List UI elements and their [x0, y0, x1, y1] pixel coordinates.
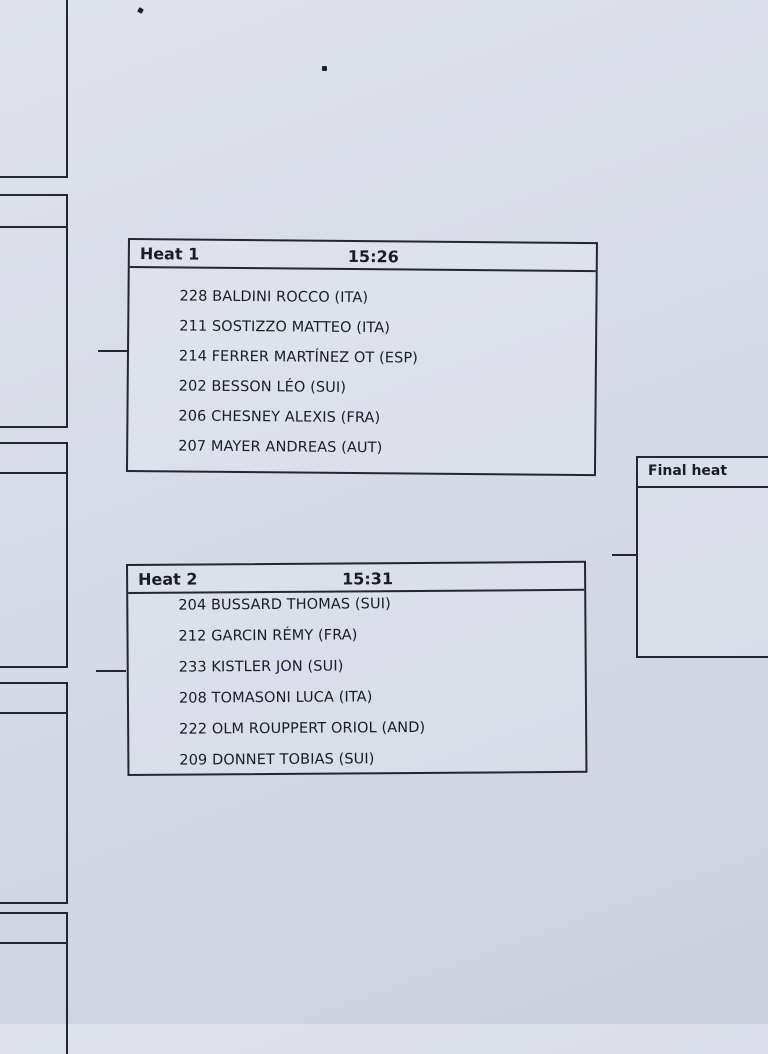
- previous-round-box-1: [0, 0, 68, 178]
- heat-1-time: 15:26: [347, 246, 399, 267]
- previous-round-box-2-header-line: [0, 226, 68, 228]
- heat-2-entry: 212 GARCIN RÉMY (FRA): [178, 627, 358, 645]
- heat-2-entry: 222 OLM ROUPPERT ORIOL (AND): [179, 719, 426, 738]
- previous-round-box-3: [0, 442, 68, 668]
- previous-round-box-2: [0, 194, 68, 428]
- ink-speck: [322, 66, 327, 71]
- previous-round-box-4: [0, 682, 68, 904]
- heat-2-header: Heat 2 15:31: [128, 562, 585, 594]
- final-heat-connector: [612, 554, 638, 556]
- heat-1-entry: 211 SOSTIZZO MATTEO (ITA): [179, 318, 391, 337]
- heat-2-time: 15:31: [342, 569, 394, 589]
- heat-2-box: Heat 2 15:31 204 BUSSARD THOMAS (SUI) 21…: [126, 560, 588, 776]
- heat-1-entry: 228 BALDINI ROCCO (ITA): [179, 288, 369, 307]
- ink-speck: [137, 7, 144, 14]
- heat-2-entry: 208 TOMASONI LUCA (ITA): [178, 689, 373, 707]
- heat-1-header: Heat 1 15:26: [129, 240, 596, 273]
- previous-round-box-5-header-line: [0, 942, 68, 944]
- heat-1-entry: 202 BESSON LÉO (SUI): [178, 378, 347, 396]
- previous-round-box-3-header-line: [0, 472, 68, 474]
- heat-2-entry: 204 BUSSARD THOMAS (SUI): [178, 596, 391, 614]
- heat-2-entry: 209 DONNET TOBIAS (SUI): [179, 751, 375, 769]
- previous-round-box-5: [0, 912, 68, 1054]
- heat-2-entry: 233 KISTLER JON (SUI): [178, 658, 344, 676]
- heat-1-box: Heat 1 15:26 228 BALDINI ROCCO (ITA) 211…: [125, 238, 598, 477]
- heat-1-entry: 206 CHESNEY ALEXIS (FRA): [178, 408, 381, 427]
- final-heat-box: Final heat: [636, 456, 768, 658]
- final-heat-header: Final heat: [638, 458, 768, 488]
- heat-1-entry: 207 MAYER ANDREAS (AUT): [178, 438, 383, 457]
- heat-1-title: Heat 1: [139, 244, 200, 264]
- heat-1-entry: 214 FERRER MARTÍNEZ OT (ESP): [178, 348, 419, 367]
- previous-round-box-4-header-line: [0, 712, 68, 714]
- heat-2-connector: [96, 670, 126, 672]
- heat-2-title: Heat 2: [138, 569, 198, 589]
- heat-1-connector: [98, 350, 128, 352]
- final-heat-title: Final heat: [648, 463, 728, 479]
